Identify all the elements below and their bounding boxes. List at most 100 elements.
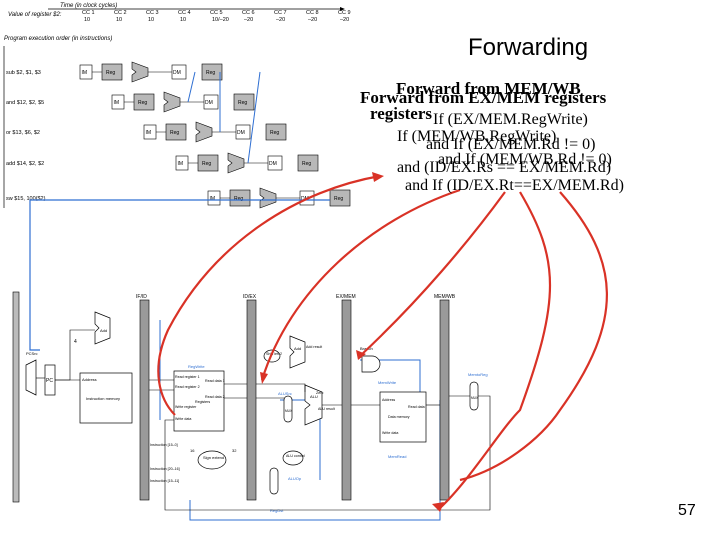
- read-data1-label: Read data 1: [205, 379, 225, 383]
- read-reg1-label: Read register 1: [175, 375, 200, 379]
- alu-stage: [195, 121, 213, 143]
- thirtytwo-label: 32: [232, 448, 237, 453]
- shift-left-label: Shift left 2: [266, 352, 282, 356]
- im-stage-label: IM: [178, 161, 184, 167]
- reg-write-stage: [233, 93, 255, 111]
- red-arrowhead-3: [356, 350, 366, 360]
- memtoreg-label: MemtoReg: [468, 372, 488, 377]
- text-line-mem-wb-1: Forward from MEM/WB: [396, 79, 581, 98]
- instruction-label: sw $15, 100($2): [6, 196, 46, 202]
- alusrc-mux-label: MUX: [285, 409, 293, 413]
- red-arrowhead-2: [260, 372, 268, 384]
- reg-write-label: Reg: [302, 161, 311, 167]
- id-ex-register: [246, 299, 257, 501]
- read-reg2-label: Read register 2: [175, 385, 200, 389]
- memread-label: MemRead: [388, 454, 406, 459]
- dm-stage-label: DM: [237, 130, 245, 136]
- memwrite-label: MemWrite: [378, 380, 397, 385]
- sixteen-label: 16: [190, 448, 195, 453]
- forward-line: [247, 71, 261, 164]
- data-memory: [379, 391, 427, 443]
- program-order-label: Program execution order (in instructions…: [4, 36, 112, 42]
- register-value: –20: [244, 17, 253, 23]
- register-value-label: Value of register $2:: [8, 12, 62, 18]
- register-file: [173, 370, 225, 432]
- instr-15-0-label: Instruction [15–0]: [150, 443, 178, 447]
- branch-add-label: Add: [294, 346, 301, 351]
- pc-mux: [25, 359, 37, 396]
- write-reg-label: Write register: [175, 405, 197, 409]
- instruction-label: sub $2, $1, $3: [6, 70, 41, 76]
- reg-read-label: Reg: [106, 70, 115, 76]
- reg-write-stage: [265, 123, 287, 141]
- im-stage-label: IM: [146, 130, 152, 136]
- text-line-ex-regwrite: If (EX/MEM.RegWrite): [433, 111, 588, 128]
- wb-out-wire: [164, 395, 491, 511]
- alu: [304, 384, 323, 426]
- cc-label: CC 2: [114, 10, 127, 16]
- forward-line: [187, 71, 196, 103]
- red-arrowhead-4: [432, 502, 444, 512]
- reg-write-label: Reg: [334, 196, 343, 202]
- regdst-label: RegDst: [270, 508, 284, 513]
- time-axis-label: Time (in clock cycles): [60, 3, 117, 9]
- red-arrow-3: [359, 191, 506, 357]
- dm-stage-label: DM: [173, 70, 181, 76]
- cc-label: CC 5: [210, 10, 223, 16]
- pc-adder-label: Add: [100, 328, 107, 333]
- reg-read-label: Reg: [138, 100, 147, 106]
- red-arrow-2: [260, 188, 461, 381]
- red-arrow-4: [439, 191, 552, 509]
- if-id-label: IF/ID: [136, 294, 147, 300]
- alu-control-label: ALU control: [286, 454, 305, 458]
- alusrc-label: ALUSrc: [278, 391, 292, 396]
- im-stage-label: IM: [114, 100, 120, 106]
- text-line-rs-compare: and (ID/EX.Rs == EX/MEM.Rd): [397, 159, 612, 176]
- branch-label: Branch: [360, 346, 373, 351]
- red-arrow-5: [459, 191, 608, 482]
- dm-address-label: Address: [382, 398, 395, 402]
- left-edge-bar: [12, 291, 20, 503]
- mem-wb-label: MEM/WB: [434, 294, 456, 300]
- register-value: 10: [148, 17, 154, 23]
- dm-stage-label: DM: [205, 100, 213, 106]
- branch-adder: [289, 335, 306, 369]
- branch-and-gate: [361, 355, 381, 373]
- cc-label: CC 1: [82, 10, 95, 16]
- read-data2-label: Read data 2: [205, 395, 225, 399]
- instr-15-11-label: Instruction [15–11]: [150, 479, 179, 483]
- im-stage-label: IM: [210, 196, 216, 202]
- pc-adder: [94, 311, 111, 345]
- reg-write-stage: [297, 154, 319, 172]
- register-value: 10: [180, 17, 186, 23]
- instruction-label: add $14, $2, $2: [6, 161, 44, 167]
- if-id-register: [139, 299, 150, 501]
- alu-label: ALU: [310, 394, 318, 399]
- alu-stage: [163, 91, 181, 113]
- register-value: 10: [84, 17, 90, 23]
- instruction-label: or $13, $6, $2: [6, 130, 40, 136]
- cc-label: CC 7: [274, 10, 287, 16]
- sign-extend-label: Sign extend: [203, 455, 224, 460]
- pcsrc-feedback-line: [29, 199, 330, 351]
- memtoreg-mux-label: MUX: [471, 396, 479, 400]
- write-data-label: Write data: [175, 417, 191, 421]
- reg-read-label: Reg: [234, 196, 243, 202]
- reg-read-label: Reg: [170, 130, 179, 136]
- mem-wb-register: [439, 299, 450, 501]
- register-value: 10/–20: [212, 17, 229, 23]
- register-value: 10: [116, 17, 122, 23]
- alu-stage: [131, 61, 149, 83]
- alu-a-wire: [256, 383, 306, 392]
- alu-control-unit: [282, 450, 304, 466]
- alu-stage: [259, 187, 277, 209]
- reg-write-label: Reg: [270, 130, 279, 136]
- register-value: –20: [340, 17, 349, 23]
- reg-read-label: Reg: [202, 161, 211, 167]
- dm-stage-label: DM: [269, 161, 277, 167]
- dm-label: Data memory: [388, 415, 410, 419]
- regdst-mux: [269, 467, 279, 495]
